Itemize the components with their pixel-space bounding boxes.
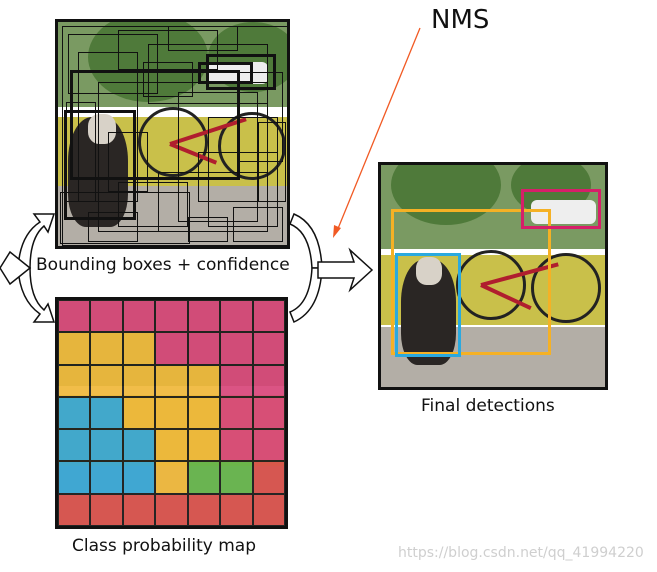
candidate-box xyxy=(188,217,228,242)
class-grid-cell xyxy=(90,332,123,365)
class-grid-cell xyxy=(58,332,91,365)
candidate-box xyxy=(178,92,258,222)
class-grid-cell xyxy=(252,429,285,462)
class-grid-cell xyxy=(252,332,285,365)
class-grid-cell xyxy=(90,493,123,526)
class-grid-cell xyxy=(155,493,188,526)
class-grid-cell xyxy=(220,396,253,430)
class-grid-cell xyxy=(155,332,188,365)
class-grid-cell xyxy=(122,300,156,333)
class-grid-cell xyxy=(252,364,285,397)
class-grid-cell xyxy=(220,461,253,494)
split-arrow-down xyxy=(17,267,56,323)
class-grid-cell xyxy=(187,493,221,526)
class-grid-cell xyxy=(90,396,123,430)
class-grid-cell xyxy=(155,364,188,397)
class-grid-cell xyxy=(122,429,156,462)
class-grid-cell xyxy=(220,300,253,333)
class-probability-grid xyxy=(58,300,285,526)
class-grid-cell xyxy=(155,429,188,462)
class-grid-cell xyxy=(90,461,123,494)
candidate-box xyxy=(118,182,188,227)
class-grid-cell xyxy=(155,300,188,333)
class-grid-cell xyxy=(220,429,253,462)
merge-arrow-bottom xyxy=(289,267,323,324)
class-grid-cell xyxy=(252,300,285,333)
class-grid-cell xyxy=(252,461,285,494)
detection-box-car xyxy=(521,189,601,229)
bicycle-wheel xyxy=(456,250,526,320)
class-grid-cell xyxy=(58,364,91,397)
candidate-box xyxy=(143,62,193,97)
class-map-label: Class probability map xyxy=(72,536,257,556)
candidate-box xyxy=(258,122,286,202)
candidate-box xyxy=(88,212,138,242)
final-detections-panel xyxy=(378,162,608,390)
photo-dog-face xyxy=(88,114,116,144)
bounding-boxes-label: Bounding boxes + confidence xyxy=(36,255,290,275)
class-grid-cell xyxy=(58,300,91,333)
class-grid-cell xyxy=(122,364,156,397)
nms-label: NMS xyxy=(431,5,490,35)
final-detections-label: Final detections xyxy=(421,396,555,416)
class-grid-cell xyxy=(58,396,91,430)
bicycle-wheel xyxy=(138,107,208,177)
confident-box-car xyxy=(206,54,276,90)
class-grid-cell xyxy=(252,396,285,430)
candidate-box xyxy=(108,132,148,192)
bounding-boxes-panel xyxy=(55,19,290,249)
photo-final xyxy=(381,165,605,387)
detection-box-bicycle xyxy=(391,209,551,355)
candidate-box xyxy=(68,34,158,94)
class-grid-cell xyxy=(122,461,156,494)
class-grid-cell xyxy=(187,364,221,397)
class-grid-cell xyxy=(187,461,221,494)
class-grid-cell xyxy=(187,332,221,365)
candidate-box xyxy=(148,44,268,104)
class-grid-cell xyxy=(220,493,253,526)
bicycle-wheel xyxy=(218,112,286,180)
class-grid-cell xyxy=(58,429,91,462)
class-grid-cell xyxy=(252,493,285,526)
class-grid-cell xyxy=(90,300,123,333)
candidate-box xyxy=(233,207,283,242)
class-grid-cell xyxy=(155,396,188,430)
class-grid-cell xyxy=(122,396,156,430)
photo-car xyxy=(531,200,596,224)
class-grid-cell xyxy=(187,429,221,462)
candidate-box xyxy=(78,52,138,202)
candidate-box xyxy=(168,26,238,51)
class-grid-cell xyxy=(58,461,91,494)
class-grid-cell xyxy=(90,364,123,397)
class-grid-cell xyxy=(90,429,123,462)
nms-arrow-head xyxy=(333,225,341,238)
class-grid-cell xyxy=(122,332,156,365)
split-arrow-left xyxy=(0,250,32,286)
confident-box-dog xyxy=(64,110,136,220)
candidate-box xyxy=(60,192,190,244)
class-grid-cell xyxy=(58,493,91,526)
photo-dog-face xyxy=(416,257,442,285)
class-grid-cell xyxy=(220,364,253,397)
detection-box-dog xyxy=(395,253,461,357)
watermark: https://blog.csdn.net/qq_41994220 xyxy=(398,545,644,561)
class-grid-cell xyxy=(187,396,221,430)
photo-bounding-boxes xyxy=(58,22,287,246)
class-grid-cell xyxy=(155,461,188,494)
bicycle-wheel xyxy=(531,253,601,323)
class-grid-cell xyxy=(122,493,156,526)
candidate-box xyxy=(158,172,268,232)
class-grid-cell xyxy=(187,300,221,333)
confident-box-bicycle xyxy=(70,70,240,180)
class-grid-cell xyxy=(220,332,253,365)
class-probability-panel xyxy=(55,297,288,529)
confident-box-car xyxy=(198,62,253,84)
merge-arrow-head xyxy=(317,247,374,293)
merge-arrow-top xyxy=(289,213,323,269)
